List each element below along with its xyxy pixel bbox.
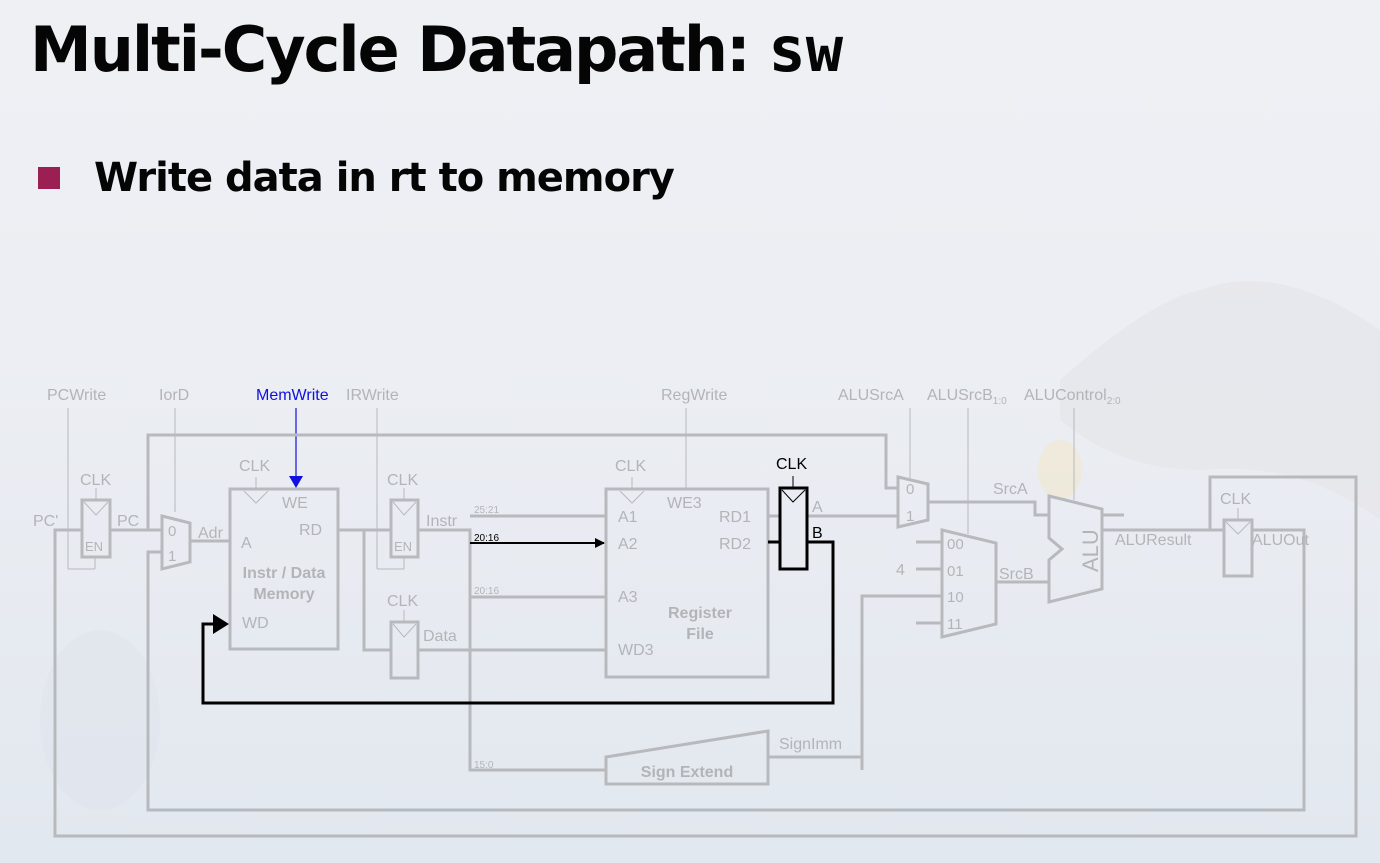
label-alusrcb: ALUSrcB1:0 — [927, 387, 1007, 407]
datapath-wires — [53, 433, 1358, 838]
alu-label: ALU — [1078, 529, 1103, 572]
srca-mux-in1: 1 — [906, 508, 914, 525]
iord-mux-in1: 1 — [168, 548, 176, 565]
ir-en-label: EN — [394, 539, 412, 554]
mem-clk-label: CLK — [239, 458, 270, 475]
rf-rd2-label: RD2 — [719, 536, 751, 553]
srcb-mux-in00: 00 — [947, 536, 964, 553]
aluout-register — [1222, 518, 1254, 578]
label-b: B — [812, 525, 823, 542]
bullet-square-icon — [38, 167, 60, 189]
iord-mux — [160, 514, 192, 571]
rf-a1-label: A1 — [618, 509, 638, 526]
b-to-wd-wire — [201, 540, 835, 705]
bitfield-rt-dest: 20:16 — [474, 586, 499, 597]
bitfield-rs: 25:21 — [474, 505, 499, 516]
label-pc: PC — [117, 513, 139, 530]
rf-we3-label: WE3 — [667, 495, 702, 512]
mem-title-line1: Instr / Data — [243, 565, 326, 582]
label-signimm: SignImm — [779, 736, 842, 753]
srca-mux-in0: 0 — [906, 481, 914, 498]
srcb-mux — [940, 528, 998, 639]
mem-wd-label: WD — [242, 615, 269, 632]
slide-title-text: Multi-Cycle Datapath: — [30, 13, 769, 86]
pc-en-label: EN — [85, 539, 103, 554]
srcb-mux-in01: 01 — [947, 563, 964, 580]
rf-rd1-label: RD1 — [719, 509, 751, 526]
mem-rd-label: RD — [299, 522, 322, 539]
alu — [1047, 494, 1104, 604]
bullet-text: Write data in rt to memory — [94, 155, 675, 201]
rf-title-line2: File — [686, 626, 714, 643]
aluout-clock-triangle-icon — [1225, 521, 1251, 535]
sign-extend-unit — [604, 729, 770, 786]
instr-data-memory — [228, 487, 340, 651]
srcb-mux-in10: 10 — [947, 589, 964, 606]
label-alucontrol: ALUControl2:0 — [1024, 387, 1121, 407]
iord-mux-in0: 0 — [168, 523, 176, 540]
bitfield-imm: 15:0 — [474, 760, 494, 771]
ir-clock-triangle-icon — [392, 501, 417, 516]
ab-clock-triangle-icon — [781, 489, 806, 503]
rf-clock-triangle-icon — [619, 490, 645, 504]
rf-a2-label: A2 — [618, 536, 638, 553]
label-data: Data — [423, 628, 457, 645]
label-const-4: 4 — [896, 562, 905, 579]
label-regwrite: RegWrite — [661, 387, 727, 404]
label-a: A — [812, 499, 823, 516]
rf-wd3-label: WD3 — [618, 642, 654, 659]
data-reg-clk-label: CLK — [387, 593, 418, 610]
srcb-mux-in11: 11 — [947, 616, 963, 633]
bitfield-rt-active: 20:16 — [474, 533, 499, 544]
mem-a-label: A — [241, 535, 252, 552]
wd-arrow-icon — [213, 614, 229, 634]
label-aluresult: ALUResult — [1115, 532, 1192, 549]
mem-we-label: WE — [282, 495, 308, 512]
label-alusrca: ALUSrcA — [838, 387, 904, 404]
register-file — [604, 487, 770, 679]
rf-clk-label: CLK — [615, 458, 646, 475]
slide-title: Multi-Cycle Datapath: sw — [30, 10, 843, 90]
rf-title-line1: Register — [668, 605, 732, 622]
aluout-clk-label: CLK — [1220, 491, 1251, 508]
ab-register — [778, 486, 809, 571]
rf-a3-label: A3 — [618, 589, 638, 606]
bullet-item: Write data in rt to memory — [38, 152, 675, 204]
label-srca: SrcA — [993, 481, 1028, 498]
sign-extend-label: Sign Extend — [641, 764, 733, 781]
label-pc-prime: PC' — [33, 513, 58, 530]
label-srcb: SrcB — [999, 566, 1034, 583]
label-instr: Instr — [426, 513, 458, 530]
control-lines — [67, 408, 1075, 570]
pc-clk-label: CLK — [80, 472, 111, 489]
mem-clock-triangle-icon — [243, 490, 269, 504]
label-iord: IorD — [159, 387, 189, 404]
label-irwrite: IRWrite — [346, 387, 399, 404]
ab-clk-label: CLK — [776, 456, 807, 473]
label-aluout: ALUOut — [1252, 532, 1309, 549]
pc-clock-triangle-icon — [83, 501, 109, 516]
label-pcwrite: PCWrite — [47, 387, 106, 404]
mem-title-line2: Memory — [253, 586, 314, 603]
instruction-mnemonic: sw — [768, 13, 844, 86]
label-memwrite: MemWrite — [256, 387, 329, 404]
data-register — [389, 620, 420, 680]
ir-clk-label: CLK — [387, 472, 418, 489]
data-reg-clock-triangle-icon — [392, 623, 417, 638]
memwrite-arrow-icon — [289, 476, 303, 488]
srca-mux — [896, 475, 930, 529]
label-adr: Adr — [198, 525, 224, 542]
